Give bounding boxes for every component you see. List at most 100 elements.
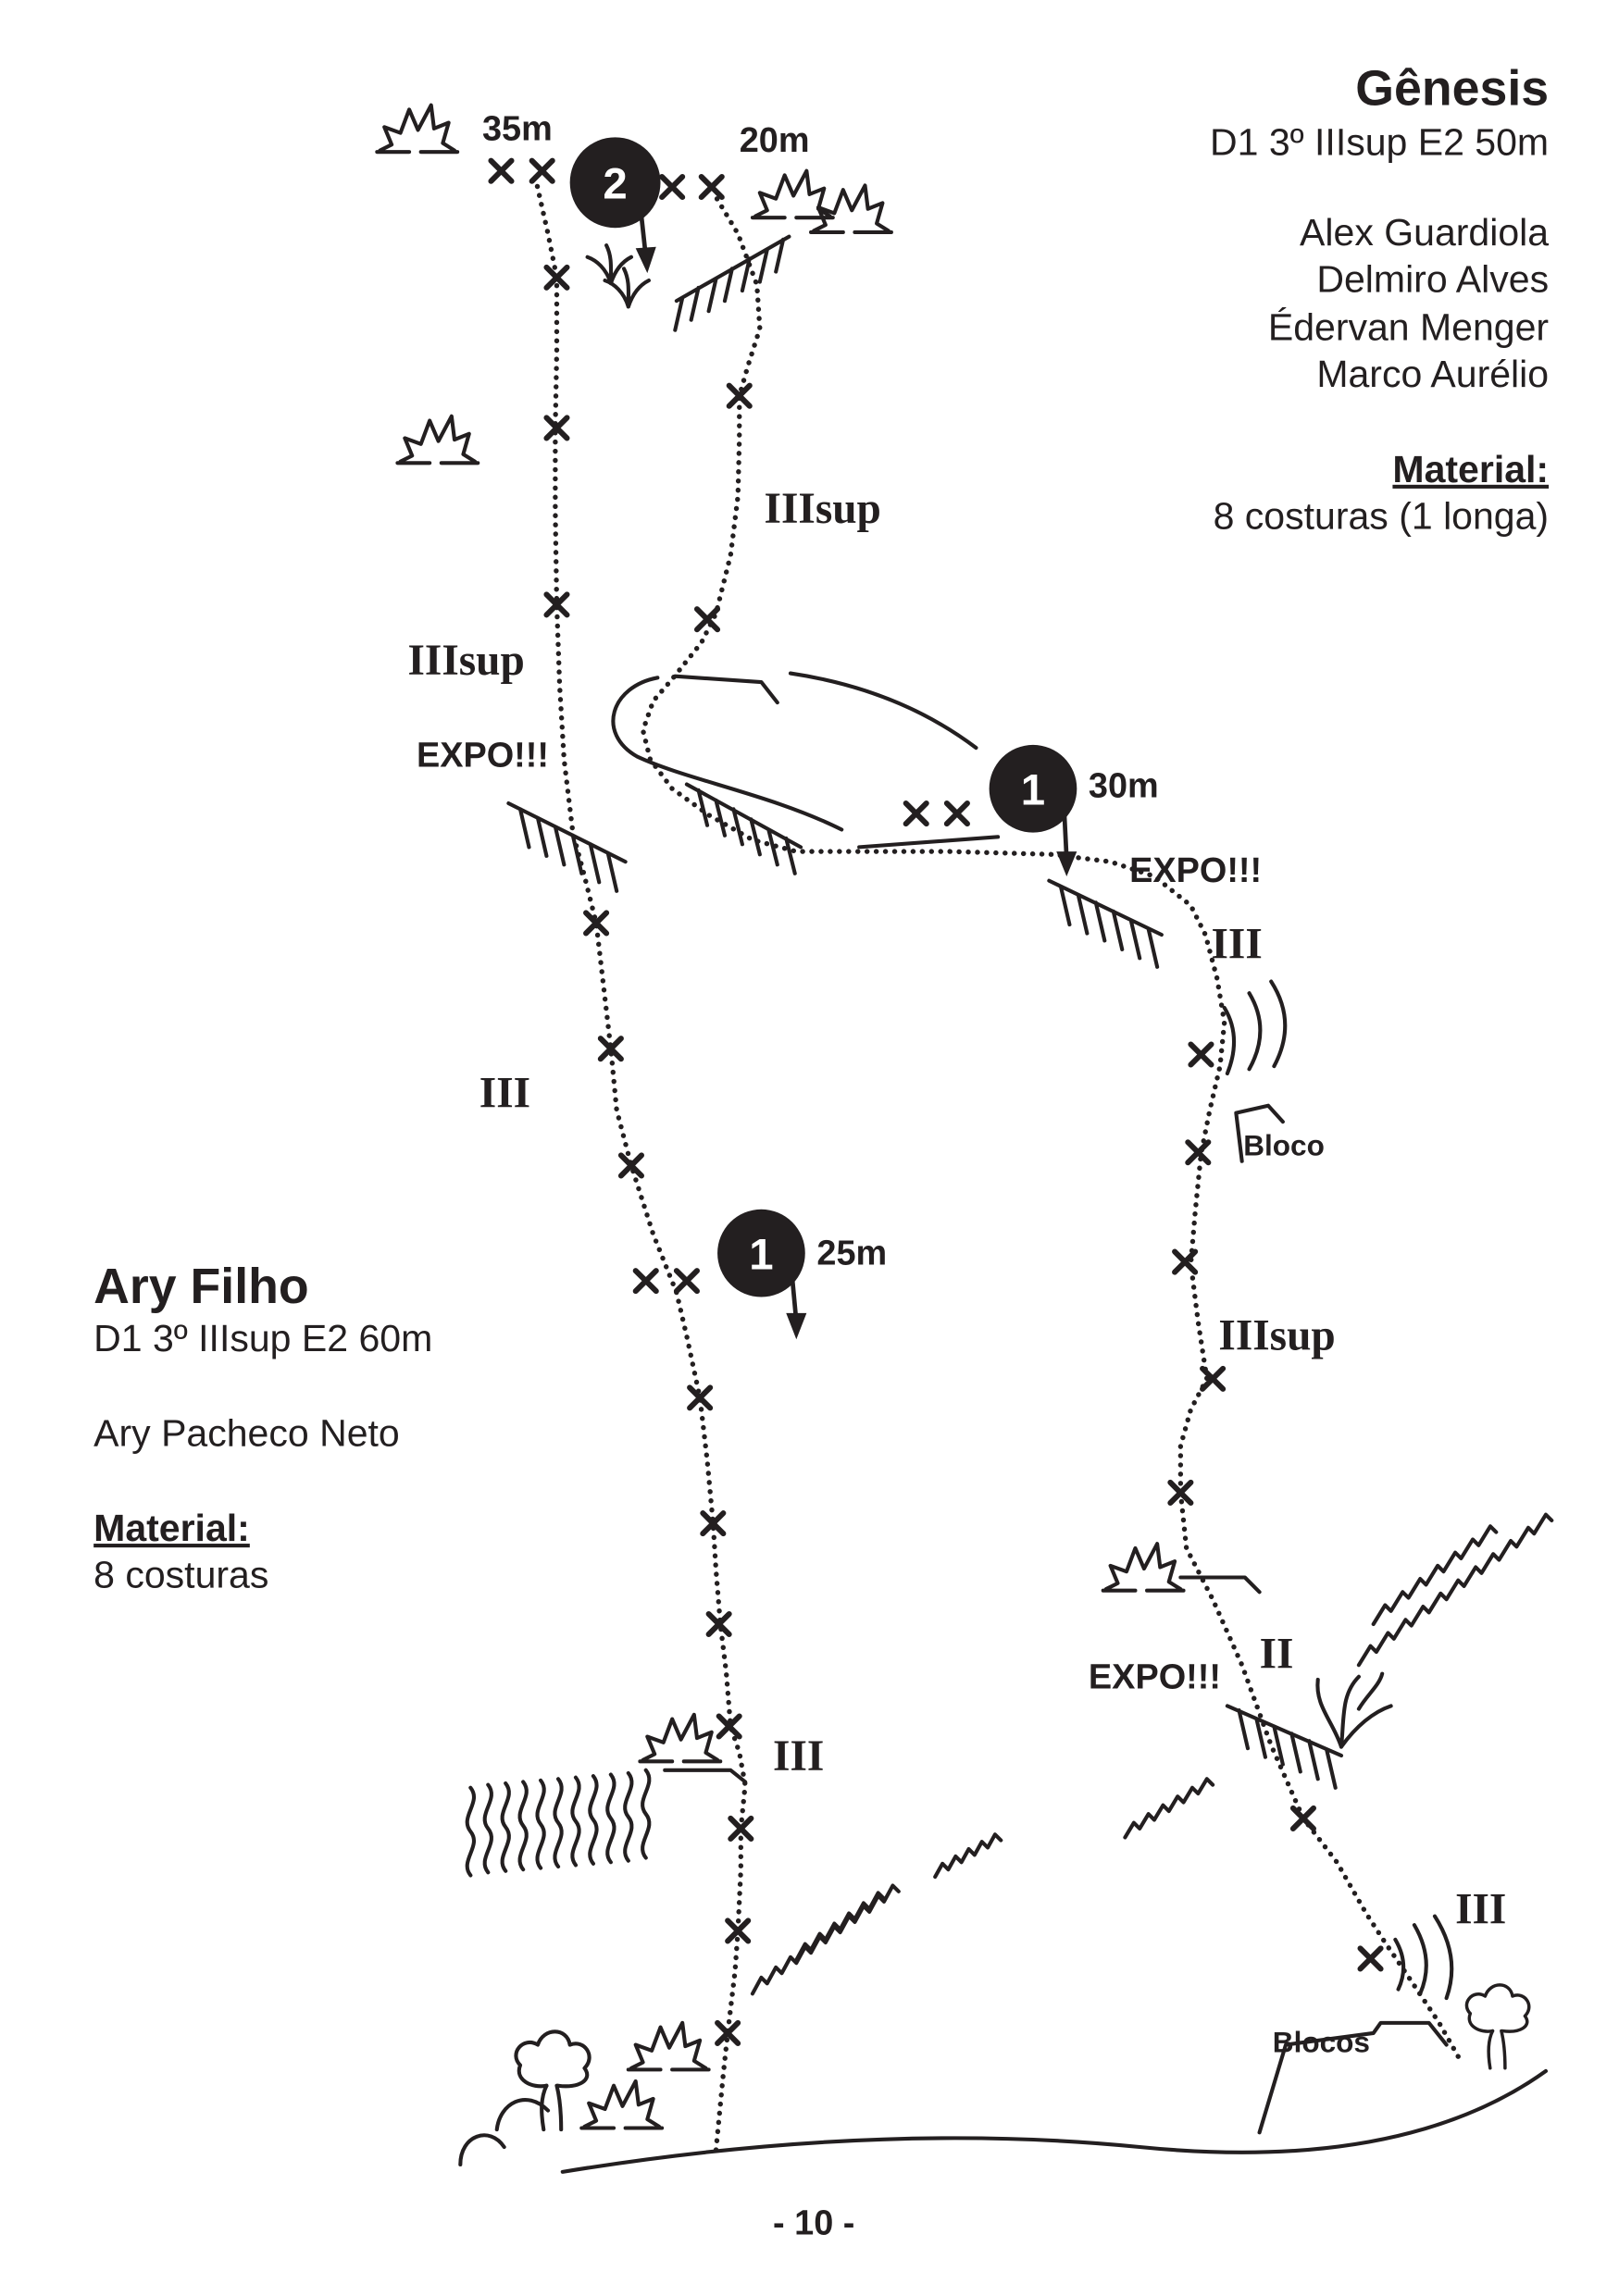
grass-icon (607, 1775, 614, 1863)
grass-icon (590, 1776, 596, 1864)
pitch-length-label: 30m (1089, 767, 1159, 806)
crack-arcs (1393, 1914, 1454, 2001)
grass-icon (520, 1781, 527, 1869)
bolt-marker (546, 417, 567, 438)
roof-ledge-line (673, 674, 779, 705)
overhang-hatch (684, 782, 803, 875)
arrowhead-icon (1056, 851, 1077, 876)
grass-icon (642, 1770, 649, 1858)
belay-number: 1 (749, 1230, 773, 1279)
grade-label: IIIsup (407, 637, 524, 685)
belay-icon (717, 1209, 805, 1297)
rappel-arrows (636, 187, 1069, 1324)
exposure-warning: EXPO!!! (1089, 1657, 1221, 1696)
block-outline (1234, 1103, 1285, 1163)
ledge-line (1178, 1575, 1262, 1595)
exposure-warning: EXPO!!! (1129, 851, 1262, 890)
overhang-hatch (1225, 1704, 1344, 1790)
grade-label: III (1455, 1886, 1506, 1934)
grass-icon (503, 1783, 509, 1871)
slab-steps (1371, 1524, 1499, 1627)
bolt-marker (1360, 1948, 1380, 1968)
shrub-icon (640, 1715, 720, 1762)
exposure-warning: EXPO!!! (417, 737, 549, 776)
route-author: Alex Guardiola (1300, 211, 1549, 254)
arrowhead-icon (786, 1312, 807, 1340)
topo-labels: 2 1 1 35m 20m 30m 25m IIIsup IIIsup III … (407, 110, 1506, 2059)
grass-icon (467, 1788, 474, 1876)
grade-label: III (773, 1732, 824, 1781)
crack-arcs (1222, 979, 1288, 1076)
bolt-marker (491, 161, 511, 181)
bolt-marker (636, 1271, 656, 1291)
overhang-hatch (506, 800, 628, 893)
pitch-length-label: 25m (816, 1235, 887, 1273)
pitch-length-label: 20m (740, 121, 810, 160)
feature-label: Bloco (1243, 1128, 1325, 1161)
tree-icon (1464, 1983, 1531, 2070)
bolt-marker (1190, 1044, 1211, 1064)
blocks-outline (1257, 2020, 1449, 2135)
traverse-ledge-line (857, 835, 1001, 850)
belay-number: 1 (1021, 766, 1045, 815)
ground-line (560, 2068, 1548, 2174)
shrub-icon (1103, 1544, 1184, 1591)
belay-icon (569, 137, 661, 229)
material-list: 8 costuras (93, 1554, 268, 1596)
route-grade: D1 3º IIIsup E2 60m (93, 1317, 432, 1359)
ledge-line (663, 1768, 748, 1784)
grade-label: III (479, 1069, 530, 1117)
slab-steps (1356, 1512, 1554, 1668)
route-grade: D1 3º IIIsup E2 50m (1210, 120, 1549, 163)
slab-steps (1123, 1777, 1215, 1840)
route-info-genesis: Gênesis D1 3º IIIsup E2 50m Alex Guardio… (1210, 61, 1549, 538)
page-number: - 10 - (773, 2204, 854, 2243)
roof-outline (611, 676, 844, 832)
arrowhead-icon (635, 246, 656, 274)
shrub-icon (377, 105, 457, 153)
bolt-marker (947, 803, 967, 824)
plant-icon (588, 245, 631, 283)
shrub-icon (397, 416, 478, 464)
grass-icon (485, 1785, 492, 1873)
shrub-icon (629, 2023, 709, 2070)
route-name: Ary Filho (93, 1259, 309, 1314)
overhang-hatch (1047, 878, 1164, 969)
route-ary-filho-line (532, 172, 748, 2153)
route-author: Ary Pacheco Neto (93, 1411, 400, 1454)
bolt-marker (702, 177, 722, 197)
pitch-length-label: 35m (482, 110, 553, 149)
bolt-marker (532, 161, 553, 181)
route-author: Marco Aurélio (1316, 353, 1549, 395)
plant-icon (1315, 1671, 1393, 1749)
bolt-marker (906, 803, 927, 824)
bolt-marker (677, 1271, 697, 1291)
belay-icon (989, 744, 1077, 833)
grade-label: IIIsup (1218, 1311, 1335, 1359)
belay-number: 2 (603, 160, 627, 209)
grass-icon (572, 1778, 579, 1866)
bolt-marker (709, 1614, 729, 1634)
grass-icon (554, 1779, 561, 1867)
grass-icon (537, 1781, 543, 1868)
material-heading: Material: (93, 1507, 250, 1549)
route-genesis-line (640, 194, 1461, 2059)
slab-steps (933, 1832, 1003, 1880)
grade-label: III (1212, 920, 1263, 968)
route-name: Gênesis (1355, 61, 1549, 117)
bolt-marker (662, 177, 682, 197)
grade-label: IIIsup (765, 485, 881, 533)
bolts (491, 161, 1380, 2043)
grade-label: II (1260, 1630, 1294, 1678)
route-author: Édervan Menger (1268, 306, 1549, 349)
tree-icon (516, 2031, 589, 2129)
feature-label: Blocos (1273, 2025, 1370, 2058)
route-info-ary-filho: Ary Filho D1 3º IIIsup E2 60m Ary Pachec… (93, 1259, 432, 1596)
material-heading: Material: (1392, 448, 1549, 490)
shrub-icon (581, 2081, 662, 2128)
bolt-marker (697, 609, 717, 629)
material-list: 8 costuras (1 longa) (1214, 494, 1549, 537)
roof-edge-line (788, 671, 978, 751)
overhang-hatch (673, 234, 791, 332)
